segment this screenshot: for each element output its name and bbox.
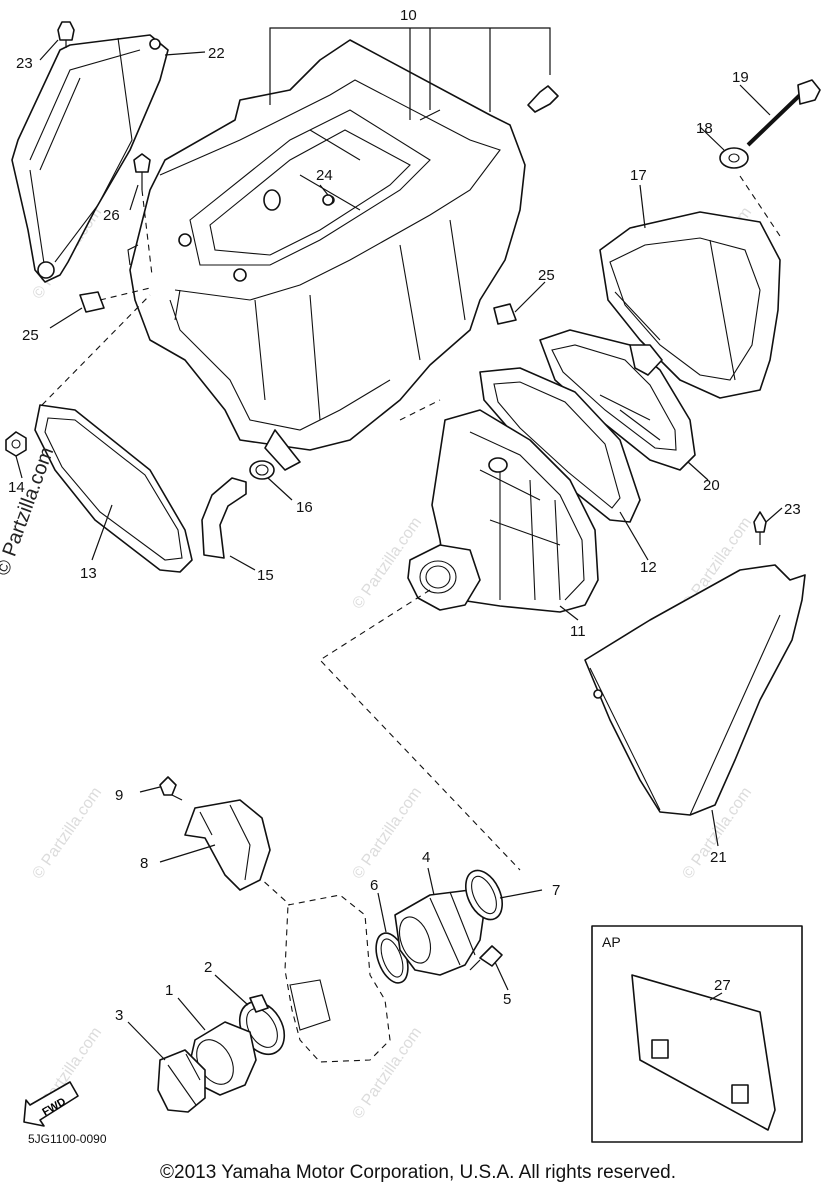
part-25-clip-right[interactable] xyxy=(493,303,517,325)
part-25-clip-left[interactable] xyxy=(79,287,151,313)
part-20-filter-guide[interactable] xyxy=(539,329,696,471)
part-13-gasket[interactable] xyxy=(34,294,193,573)
part-8-hose-guide[interactable] xyxy=(184,799,271,891)
part-12-filter-cage-seal[interactable] xyxy=(479,367,641,523)
callout-numbers: 23 22 10 19 18 17 24 26 25 25 14 16 20 2… xyxy=(8,7,801,1024)
callout-3[interactable]: 3 xyxy=(115,1007,123,1024)
callout-7[interactable]: 7 xyxy=(552,882,560,899)
watermark-tile: © Partzilla.com xyxy=(29,784,105,882)
callout-13[interactable]: 13 xyxy=(80,565,97,582)
callout-leaders xyxy=(15,39,783,1061)
copyright-notice: ©2013 Yamaha Motor Corporation, U.S.A. A… xyxy=(160,1162,676,1183)
part-10-bolt[interactable] xyxy=(527,85,559,113)
part-22-side-cover-bracket[interactable] xyxy=(11,34,169,283)
part-17-filter-element[interactable] xyxy=(599,175,781,399)
ap-inset-box xyxy=(591,925,803,1143)
callout-20[interactable]: 20 xyxy=(703,477,720,494)
callout-6[interactable]: 6 xyxy=(370,877,378,894)
part-16-hose-clamp[interactable] xyxy=(249,460,275,480)
carburetor-outline xyxy=(284,894,391,1063)
callout-14[interactable]: 14 xyxy=(8,479,25,496)
callout-18[interactable]: 18 xyxy=(696,120,713,137)
ap-box-label: AP xyxy=(602,934,621,950)
callout-25-left[interactable]: 25 xyxy=(22,327,39,344)
callout-23-right[interactable]: 23 xyxy=(784,501,801,518)
part-10-air-box[interactable] xyxy=(127,39,526,471)
part-24-grommet[interactable] xyxy=(322,194,334,206)
part-5-bolt[interactable] xyxy=(469,945,503,971)
callout-24[interactable]: 24 xyxy=(316,167,333,184)
callout-5[interactable]: 5 xyxy=(503,991,511,1008)
part-23-rivet-right[interactable] xyxy=(753,511,767,545)
callout-27[interactable]: 27 xyxy=(714,977,731,994)
watermark-tile: © Partzilla.com xyxy=(349,1024,425,1122)
part-4-carburetor-joint[interactable] xyxy=(394,889,486,976)
callout-16[interactable]: 16 xyxy=(296,499,313,516)
part-15-drain-hose[interactable] xyxy=(201,477,247,559)
callout-26[interactable]: 26 xyxy=(103,207,120,224)
part-21-side-cover[interactable] xyxy=(584,564,806,816)
part-3-cap[interactable] xyxy=(157,1049,206,1113)
callout-25-right[interactable]: 25 xyxy=(538,267,555,284)
callout-8[interactable]: 8 xyxy=(140,855,148,872)
callout-10-leaders xyxy=(269,27,551,120)
part-18-washer[interactable] xyxy=(719,147,749,169)
callout-4[interactable]: 4 xyxy=(422,849,430,866)
callout-11[interactable]: 11 xyxy=(570,623,586,640)
callout-23-top[interactable]: 23 xyxy=(16,55,33,72)
diagram-code: 5JG1100-0090 xyxy=(28,1132,107,1146)
callout-10[interactable]: 10 xyxy=(400,7,417,24)
callout-19[interactable]: 19 xyxy=(732,69,749,86)
callout-1[interactable]: 1 xyxy=(165,982,173,999)
part-19-wing-bolt[interactable] xyxy=(746,79,821,147)
callout-17[interactable]: 17 xyxy=(630,167,647,184)
callout-15[interactable]: 15 xyxy=(257,567,274,584)
part-7-hose-clamp[interactable] xyxy=(459,865,510,926)
callout-2[interactable]: 2 xyxy=(204,959,212,976)
callout-21[interactable]: 21 xyxy=(710,849,727,866)
callout-22[interactable]: 22 xyxy=(208,45,225,62)
part-11-air-filter-joint[interactable] xyxy=(407,409,599,613)
callout-9[interactable]: 9 xyxy=(115,787,123,804)
part-14-nut[interactable] xyxy=(5,431,27,457)
callout-12[interactable]: 12 xyxy=(640,559,657,576)
part-26-bolt[interactable] xyxy=(133,153,153,276)
part-9-screw[interactable] xyxy=(159,776,183,801)
part-23-rivet-top[interactable] xyxy=(57,21,75,48)
watermark-tile: © Partzilla.com xyxy=(349,784,425,882)
